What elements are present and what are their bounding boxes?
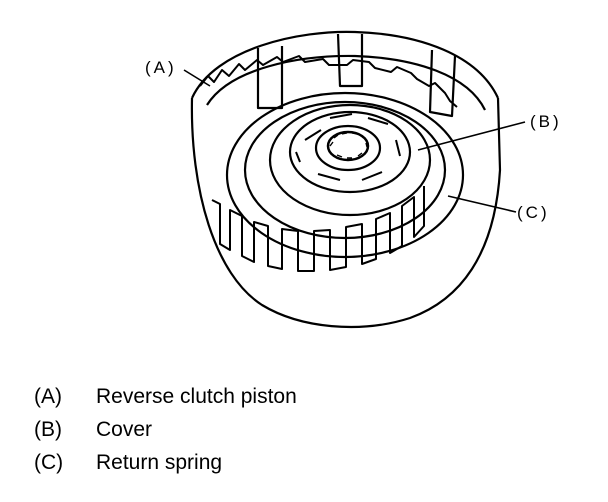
cover-slots <box>295 113 401 181</box>
legend-item: (C) Return spring <box>34 446 297 479</box>
drum-lower-splines <box>211 186 425 272</box>
drum-inner-rim <box>206 54 486 111</box>
leader-line-a <box>183 69 211 87</box>
rim-lug-3 <box>428 49 457 118</box>
legend-item: (B) Cover <box>34 413 297 446</box>
legend-key: (B) <box>34 418 62 441</box>
piston-mid-ring <box>243 100 447 240</box>
piston-outer-ring <box>225 91 465 259</box>
legend-label: Reverse clutch piston <box>96 385 297 408</box>
return-spring-ring <box>268 103 432 217</box>
callout-a: (A) <box>145 58 177 77</box>
legend: (A) Reverse clutch piston (B) Cover (C) … <box>34 380 297 479</box>
legend-key: (A) <box>34 385 62 408</box>
legend-item: (A) Reverse clutch piston <box>34 380 297 413</box>
legend-label: Cover <box>96 418 153 441</box>
leader-line-c <box>447 195 517 213</box>
drum-top-rim <box>191 30 499 99</box>
rim-splines <box>199 55 458 108</box>
clutch-drum-illustration <box>183 30 526 329</box>
rim-lug-2 <box>336 33 364 88</box>
legend-key: (C) <box>34 451 64 474</box>
cover-ring <box>288 110 412 194</box>
leader-line-b <box>417 121 526 151</box>
drum-outer-wall <box>190 97 502 329</box>
callout-b: (B) <box>530 112 562 131</box>
hub-splines <box>329 132 368 159</box>
rim-lug-1 <box>256 46 284 110</box>
callout-c: (C) <box>517 203 550 222</box>
legend-label: Return spring <box>96 451 223 474</box>
hub-outer <box>314 124 382 172</box>
hub-inner <box>326 130 370 162</box>
